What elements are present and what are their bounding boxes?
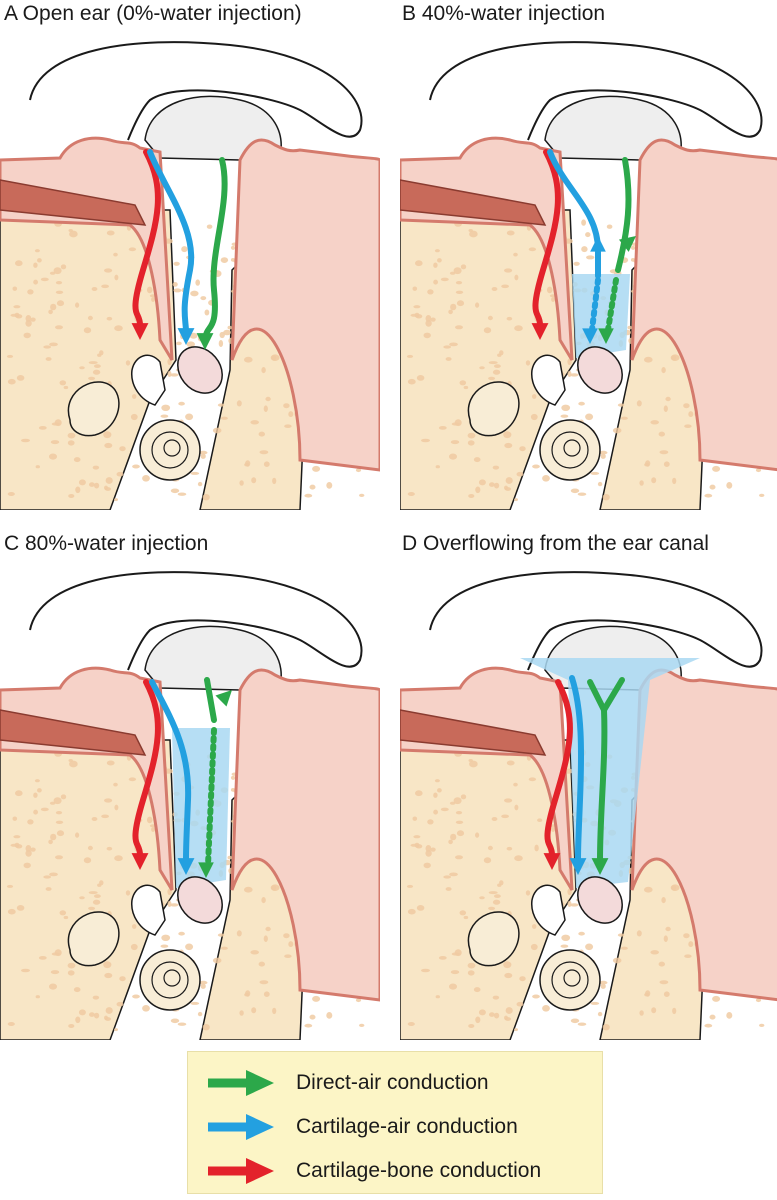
panel-a-title: A Open ear (0%-water injection) (4, 2, 302, 25)
legend: Direct-air conduction Cartilage-air cond… (187, 1051, 603, 1194)
legend-label-cartilage-air: Cartilage-air conduction (296, 1115, 518, 1138)
panel-d-title: D Overflowing from the ear canal (402, 532, 709, 555)
auricle-outline (429, 571, 763, 671)
water-fill (520, 658, 700, 888)
muscle-layer (400, 709, 547, 756)
panel-c-title: C 80%-water injection (4, 532, 209, 555)
semicircular-canals (67, 381, 120, 437)
ear-canal-skin-right (630, 138, 777, 472)
cartilage-bone-arrow (531, 149, 561, 340)
green-arrow-icon (208, 1070, 274, 1096)
cartilage-air-arrow (569, 675, 587, 875)
panel-b-title: B 40%-water injection (402, 2, 606, 25)
ossicles (531, 354, 566, 406)
panel-b-ear-diagram (400, 41, 777, 510)
panel-a-ear-diagram (0, 41, 380, 510)
cartilage-air-arrow (149, 679, 195, 875)
ear-canal-skin-right (230, 668, 380, 1002)
cochlea (539, 419, 601, 481)
ossicles (531, 884, 566, 936)
cartilage-air-arrow (147, 149, 195, 345)
legend-item-cartilage-bone: Cartilage-bone conduction (206, 1156, 541, 1186)
cartilage-air-arrow (547, 149, 606, 344)
ear-canal-skin-right (630, 668, 777, 1002)
direct-air-arrow (587, 677, 625, 875)
tympanic-membrane (577, 346, 623, 394)
semicircular-canals (467, 911, 520, 967)
ossicles (131, 884, 166, 936)
blue-arrow-icon (208, 1114, 274, 1140)
cochlea (539, 949, 601, 1011)
direct-air-arrow (196, 157, 228, 350)
muscle-layer (400, 179, 547, 226)
panel-d-ear-diagram (400, 571, 777, 1040)
muscle-layer (0, 709, 147, 756)
muscle-layer (0, 179, 147, 226)
ossicles (131, 354, 166, 406)
cochlea (139, 949, 201, 1011)
tympanic-membrane (177, 346, 223, 394)
semicircular-canals (67, 911, 120, 967)
legend-label-cartilage-bone: Cartilage-bone conduction (296, 1159, 542, 1182)
red-arrow-icon (208, 1158, 274, 1184)
panel-c-ear-diagram (0, 571, 380, 1040)
legend-label-direct-air: Direct-air conduction (296, 1071, 489, 1094)
legend-item-direct-air: Direct-air conduction (206, 1068, 489, 1098)
auricle-outline (29, 41, 363, 141)
ear-canal-skin-right (230, 138, 380, 472)
direct-air-arrow (598, 157, 636, 344)
auricle-outline (29, 571, 363, 671)
cartilage-bone-arrow (543, 679, 573, 870)
cartilage-bone-arrow (131, 679, 161, 870)
cartilage-bone-arrow (131, 149, 161, 340)
legend-item-cartilage-air: Cartilage-air conduction (206, 1112, 518, 1142)
tympanic-membrane (177, 876, 223, 924)
auricle-outline (429, 41, 763, 141)
water-fill (572, 274, 630, 358)
semicircular-canals (467, 381, 520, 437)
cochlea (139, 419, 201, 481)
direct-air-arrow (198, 677, 232, 878)
tympanic-membrane (577, 876, 623, 924)
